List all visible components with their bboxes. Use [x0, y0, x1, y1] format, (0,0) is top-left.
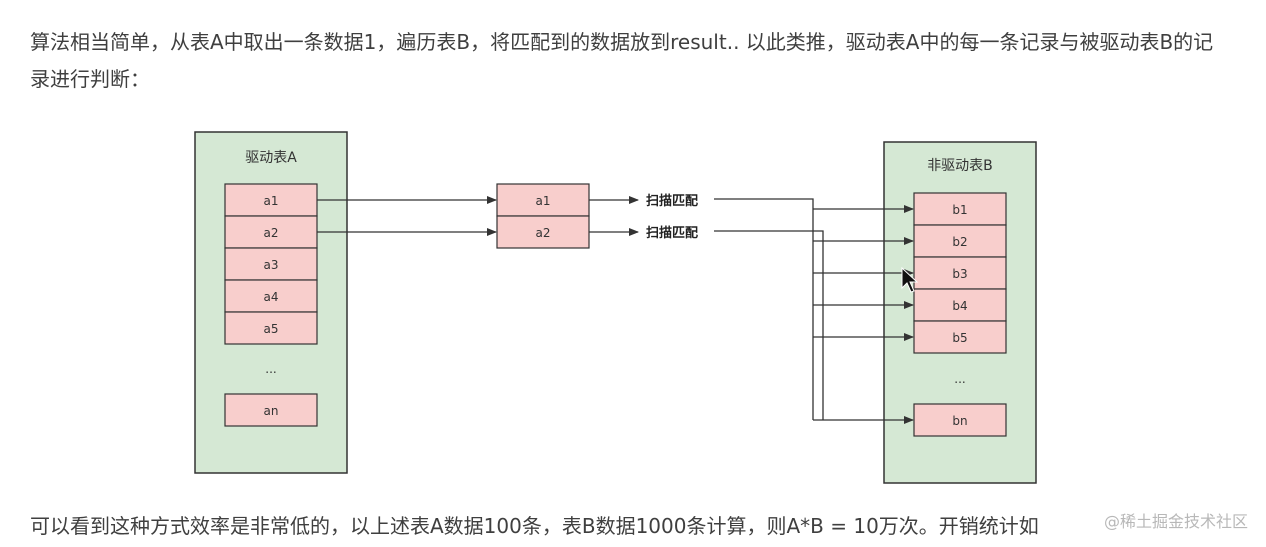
table-a-last-label: an	[264, 404, 279, 418]
join-buffer: a1 a2	[496, 183, 590, 249]
summary-paragraph: 可以看到这种方式效率是非常低的，以上述表A数据100条，表B数据1000条计算，…	[30, 514, 1039, 538]
table-b-title: 非驱动表B	[927, 158, 993, 174]
table-a-row: a4	[224, 279, 318, 313]
intro-paragraph: 算法相当简单，从表A中取出一条数据1，遍历表B，将匹配到的数据放到result.…	[30, 30, 1214, 91]
table-b-last-row: bn	[913, 403, 1007, 437]
table-a-row-label: a2	[264, 226, 279, 240]
table-a-row-label: a4	[264, 290, 279, 304]
scan-connector	[714, 230, 824, 420]
table-a-ellipsis: ...	[265, 362, 276, 376]
table-b-row: b3	[913, 256, 1007, 290]
scan-match-label: 扫描匹配	[646, 225, 698, 241]
table-a-row-label: a1	[264, 194, 279, 208]
table-b-last-label: bn	[952, 414, 967, 428]
scan-match-label: 扫描匹配	[646, 193, 698, 209]
driven-table-b: 非驱动表B b1 b2 b3 b4 b5 ... bn	[883, 141, 1037, 484]
table-b-row: b4	[913, 288, 1007, 322]
table-a-row: a3	[224, 247, 318, 281]
table-b-row: b5	[913, 320, 1007, 354]
table-b-row-label: b2	[952, 235, 967, 249]
table-b-row: b2	[913, 224, 1007, 258]
table-a-row-label: a5	[264, 322, 279, 336]
table-b-row-label: b3	[952, 267, 967, 281]
buffer-label: a2	[536, 226, 551, 240]
table-a-row-label: a3	[264, 258, 279, 272]
watermark: @稀土掘金技术社区	[1103, 512, 1248, 531]
table-a-row: a1	[224, 183, 318, 217]
table-a-last-row: an	[224, 393, 318, 427]
table-a-row: a2	[224, 215, 318, 249]
table-a-title: 驱动表A	[245, 150, 297, 166]
table-b-row-label: b5	[952, 331, 967, 345]
driving-table-a: 驱动表A a1 a2 a3 a4 a5 ... an	[194, 131, 348, 474]
table-b-row: b1	[913, 192, 1007, 226]
table-b-row-label: b1	[952, 203, 967, 217]
scan-connector	[714, 198, 814, 420]
mouse-cursor-icon	[901, 266, 919, 293]
table-b-ellipsis: ...	[954, 372, 965, 386]
table-a-row: a5	[224, 311, 318, 345]
buffer-label: a1	[536, 194, 551, 208]
table-b-row-label: b4	[952, 299, 967, 313]
